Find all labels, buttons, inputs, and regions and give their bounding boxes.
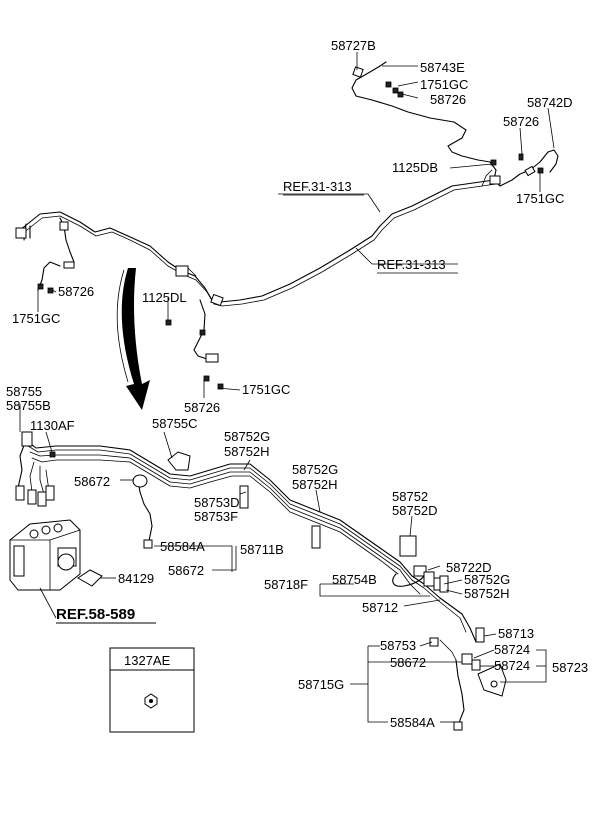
label-58755: 58755	[6, 384, 42, 399]
upper-brake-pipe-route	[17, 61, 559, 361]
label-ref-31-313-a: REF.31-313	[283, 179, 352, 194]
label-1751GC-d: 1751GC	[242, 382, 290, 397]
label-58752: 58752	[392, 489, 428, 504]
label-58672-a: 58672	[74, 474, 110, 489]
label-58715G: 58715G	[298, 677, 344, 692]
label-58753F: 58753F	[194, 509, 238, 524]
label-58752D: 58752D	[392, 503, 438, 518]
label-58752G-a: 58752G	[224, 429, 270, 444]
label-84129: 84129	[118, 571, 154, 586]
label-58712: 58712	[362, 600, 398, 615]
abs-hydraulic-unit-icon	[9, 519, 81, 591]
label-58724-a: 58724	[494, 642, 530, 657]
84129-part-icon	[77, 569, 103, 587]
label-58752H-a: 58752H	[224, 444, 270, 459]
label-58752G-b: 58752G	[292, 462, 338, 477]
label-1751GC-a: 1751GC	[420, 77, 468, 92]
label-58743E: 58743E	[420, 60, 465, 75]
label-58713: 58713	[498, 626, 534, 641]
label-1327AE: 1327AE	[124, 653, 171, 668]
label-58726-a: 58726	[430, 92, 466, 107]
leader-lines	[19, 52, 555, 723]
label-1125DB: 1125DB	[392, 160, 438, 175]
label-58718F: 58718F	[264, 577, 308, 592]
label-58752H-c: 58752H	[464, 586, 510, 601]
label-58753D: 58753D	[194, 495, 240, 510]
label-58584A-a: 58584A	[160, 539, 205, 554]
label-ref-31-313-b: REF.31-313	[377, 257, 446, 272]
label-1751GC-c: 1751GC	[12, 311, 60, 326]
label-58755B: 58755B	[6, 398, 51, 413]
label-58754B: 58754B	[332, 572, 377, 587]
label-58753: 58753	[380, 638, 416, 653]
upper-fittings	[15, 66, 544, 390]
label-58727B: 58727B	[331, 38, 376, 53]
label-58726-c: 58726	[58, 284, 94, 299]
part-1327AE-box	[109, 647, 195, 733]
label-58672-b: 58672	[168, 563, 204, 578]
label-58672-c: 58672	[390, 655, 426, 670]
label-58755C: 58755C	[152, 416, 198, 431]
label-58711B: 58711B	[240, 542, 284, 557]
label-1130AF: 1130AF	[30, 418, 75, 433]
label-58584A-b: 58584A	[390, 715, 435, 730]
label-1751GC-b: 1751GC	[516, 191, 564, 206]
label-58724-b: 58724	[494, 658, 530, 673]
label-58742D: 58742D	[527, 95, 573, 110]
label-58752H-b: 58752H	[292, 477, 338, 492]
label-ref-58-589: REF.58-589	[56, 606, 135, 623]
nut-icon	[144, 693, 158, 709]
label-58726-b: 58726	[503, 114, 539, 129]
label-58726-d: 58726	[184, 400, 220, 415]
part-labels: 58727B 58743E 1751GC 58726 58742D 58726 …	[6, 38, 588, 730]
label-58722D: 58722D	[446, 560, 492, 575]
curved-down-arrow-icon	[116, 268, 150, 410]
label-1125DL: 1125DL	[142, 290, 187, 305]
label-58723: 58723	[552, 660, 588, 675]
label-58752G-c: 58752G	[464, 572, 510, 587]
